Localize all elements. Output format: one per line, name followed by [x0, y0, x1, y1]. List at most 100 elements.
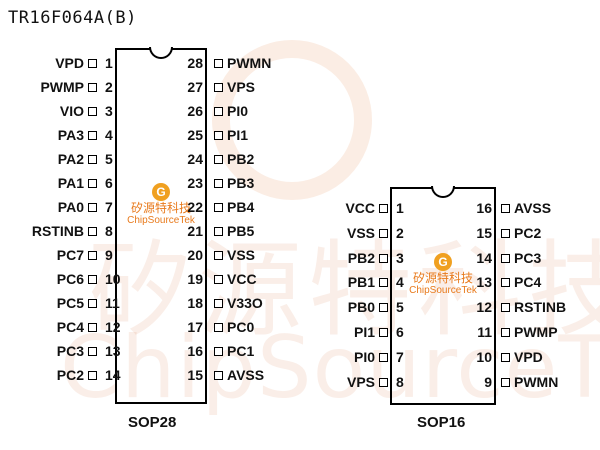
sop28-pin-name-right: PI0: [227, 103, 249, 119]
sop16-pin-pad: [501, 278, 510, 288]
sop28-pin-pad: [88, 155, 97, 164]
diagram-title: TR16F064A(B): [8, 8, 137, 28]
sop16-pin-number-right: 10: [476, 348, 492, 365]
sop28-pin-name-right: PC1: [227, 343, 255, 359]
sop28-pin-pad: [214, 371, 223, 380]
sop28-pin-pad: [88, 251, 97, 260]
sop16-pin-number-right: 9: [484, 373, 492, 390]
sop28-pin-number-right: 21: [187, 223, 203, 239]
sop16-pin-name-left: PB2: [347, 249, 375, 266]
sop28-pin-name-left: PC5: [56, 295, 84, 311]
sop28-pin-number-left: 3: [105, 103, 113, 119]
logo-english-text: ChipSourceTek: [409, 285, 477, 296]
sop16-pin-number-left: 1: [396, 200, 404, 216]
sop28-pin-number-right: 24: [187, 151, 203, 167]
sop28-pin-number-right: 20: [187, 247, 203, 263]
sop28-pin-pad: [214, 59, 223, 68]
logo-english-text: ChipSourceTek: [127, 215, 195, 226]
sop28-pin-pad: [214, 323, 223, 332]
sop28-pin-number-right: 22: [187, 199, 203, 215]
sop16-pin-pad: [501, 303, 510, 313]
sop16-pin-pad: [501, 204, 510, 213]
sop28-pin-number-right: 27: [187, 79, 203, 95]
sop28-pin-name-left: PC2: [56, 367, 84, 383]
sop28-pin-name-right: PB5: [227, 223, 255, 239]
sop28-pin-pad: [88, 227, 97, 236]
sop16-pin-name-right: PWMP: [514, 324, 558, 340]
sop28-pin-pad: [214, 275, 223, 284]
sop28-pin-number-right: 23: [187, 175, 203, 191]
sop16-pin-name-left: VSS: [346, 224, 375, 241]
sop16-pin-name-left: VCC: [345, 200, 375, 216]
sop28-pin-number-left: 5: [105, 151, 113, 167]
sop28-pin-number-left: 14: [105, 367, 121, 383]
sop28-pin-number-left: 7: [105, 199, 113, 215]
logo-chinese-text: 矽源特科技: [130, 201, 191, 215]
sop16-pin-pad: [379, 278, 388, 288]
sop16-pin-name-left: PI1: [353, 324, 375, 340]
sop28-pin-pad: [88, 347, 97, 356]
sop28-pin-pad: [214, 83, 223, 92]
sop28-pin-number-left: 10: [105, 271, 121, 287]
sop28-pin-number-right: 19: [187, 271, 203, 287]
sop16-pin-pad: [379, 204, 388, 213]
sop28-pin-number-left: 13: [105, 343, 121, 359]
sop28-pin-name-right: VSS: [227, 247, 256, 263]
sop28-pin-number-left: 6: [105, 175, 113, 191]
sop16-package-label: SOP16: [417, 414, 466, 431]
sop16-pin-pad: [379, 352, 388, 362]
sop28-pin-pad: [88, 83, 97, 92]
sop16-pin-name-right: RSTINB: [514, 299, 567, 316]
sop28-pin-number-right: 17: [187, 319, 203, 335]
sop16-package-body: [390, 187, 496, 405]
chipsource-logo-icon: G: [434, 253, 452, 271]
sop16-pin-number-right: 12: [476, 299, 492, 316]
sop28-pin-number-right: 26: [187, 103, 203, 119]
sop16-pin-number-left: 3: [396, 249, 404, 266]
sop28-pin-pad: [214, 251, 223, 260]
sop28-pin-name-left: PWMP: [40, 79, 84, 95]
chipsource-logo-icon: G: [152, 183, 170, 201]
sop16-pin-pad: [501, 228, 510, 238]
sop28-pin-pad: [214, 203, 223, 212]
sop16-pin-pad: [501, 253, 510, 263]
sop28-center-logo: G 矽源特科技 ChipSourceTek: [115, 183, 207, 226]
sop16-pin-name-right: PC2: [514, 224, 542, 241]
sop16-pin-pad: [379, 253, 388, 263]
sop28-pin-number-left: 12: [105, 319, 121, 335]
sop28-pin-pad: [88, 371, 97, 380]
sop28-pin-name-right: PI1: [227, 127, 249, 143]
sop16-pin-pad: [379, 377, 388, 387]
sop28-pin-pad: [214, 179, 223, 188]
sop28-pin-pad: [88, 107, 97, 116]
sop16-pin-number-left: 7: [396, 348, 404, 365]
sop16-pin-name-right: AVSS: [514, 200, 552, 216]
sop28-pin-pad: [88, 179, 97, 188]
sop16-pin-name-left: PB1: [347, 274, 375, 291]
sop28-pin-name-left: RSTINB: [31, 223, 84, 239]
sop28-pin-number-left: 9: [105, 247, 113, 263]
sop16-pin-name-right: PC3: [514, 249, 542, 266]
sop28-pin-name-right: V33O: [227, 295, 263, 311]
sop28-pin-pad: [214, 299, 223, 308]
sop28-pin-pad: [214, 131, 223, 140]
sop28-pin-pad: [88, 203, 97, 212]
sop28-pin-name-right: PB3: [227, 175, 255, 191]
sop16-pin-number-right: 13: [476, 274, 492, 291]
sop16-pin-name-right: PWMN: [514, 373, 559, 390]
sop16-pin-number-right: 14: [476, 249, 492, 266]
sop28-pin-name-left: VIO: [59, 103, 84, 119]
sop28-pin-name-left: PC3: [56, 343, 84, 359]
sop16-pin-pad: [379, 303, 388, 313]
sop28-pin-number-left: 4: [105, 127, 113, 143]
sop28-pin-number-left: 2: [105, 79, 113, 95]
sop28-pin-pad: [214, 107, 223, 116]
sop28-pin-pad: [214, 347, 223, 356]
sop16-pin-number-right: 11: [477, 324, 492, 340]
sop16-pin-pad: [501, 328, 510, 337]
sop28-pin-name-left: PC4: [56, 319, 84, 335]
sop28-pin-pad: [88, 275, 97, 284]
sop16-pin-name-right: PC4: [514, 274, 542, 291]
sop28-pin-name-left: PC6: [56, 271, 84, 287]
sop28-pin-number-right: 15: [187, 367, 203, 383]
